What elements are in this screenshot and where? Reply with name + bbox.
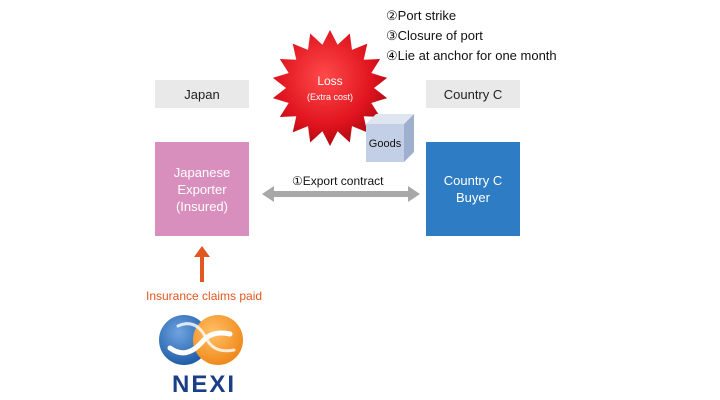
exporter-line-2: Exporter <box>177 181 227 197</box>
country-c-label-text: Country C <box>443 86 503 102</box>
nexi-logo: NEXI <box>159 315 243 398</box>
insurance-claims-label: Insurance claims paid <box>146 289 263 303</box>
goods-cube: Goods <box>366 114 414 162</box>
buyer-line-2: Buyer <box>456 190 490 205</box>
contract-arrow <box>262 186 420 202</box>
country-c-buyer-box: Country C Buyer <box>426 142 520 236</box>
loss-burst: Loss (Extra cost) <box>272 30 388 146</box>
japan-label-text: Japan <box>184 86 220 102</box>
japan-label: Japan <box>155 80 249 108</box>
export-contract-label: ①Export contract <box>292 174 384 188</box>
japanese-exporter-box: Japanese Exporter (Insured) <box>155 142 249 236</box>
nexi-logo-text: NEXI <box>172 371 236 398</box>
goods-label: Goods <box>369 138 402 150</box>
country-c-label: Country C <box>426 80 520 108</box>
buyer-line-1: Country C <box>443 173 503 188</box>
risk-port-strike: ②Port strike <box>386 8 457 23</box>
risk-lie-at-anchor: ④Lie at anchor for one month <box>386 48 557 63</box>
loss-subtitle: (Extra cost) <box>307 92 353 102</box>
claims-arrow <box>194 246 210 282</box>
exporter-line-3: (Insured) <box>175 198 228 214</box>
loss-title: Loss <box>317 74 342 88</box>
risk-list: ②Port strike ③Closure of port ④Lie at an… <box>386 6 557 66</box>
exporter-line-1: Japanese <box>173 164 231 180</box>
risk-closure-of-port: ③Closure of port <box>386 28 483 43</box>
